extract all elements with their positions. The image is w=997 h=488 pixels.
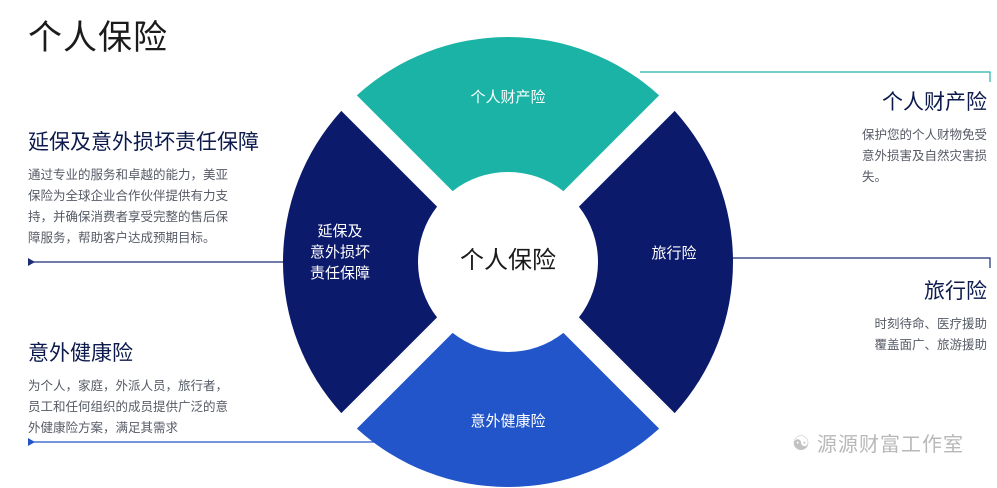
segment-label-left-3: 责任保障 xyxy=(310,264,370,282)
connector-line-property xyxy=(640,71,991,82)
ring-segment-top xyxy=(356,36,660,192)
block-accident-line: 员工和任何组织的成员提供广泛的意 xyxy=(28,399,229,414)
block-warranty: 延保及意外损坏责任保障 通过专业的服务和卓越的能力，美亚 保险为全球企业合作伙伴… xyxy=(28,126,288,248)
page-title: 个人保险 xyxy=(28,18,168,58)
block-property-line: 意外损害及自然灾害损 xyxy=(861,148,987,163)
segment-label-right: 旅行险 xyxy=(651,244,696,262)
block-property: 个人财产险 保护您的个人财物免受 意外损害及自然灾害损 失。 xyxy=(862,86,987,187)
block-accident-line: 外健康险方案，满足其需求 xyxy=(28,420,179,435)
connector-marker-warranty xyxy=(28,258,35,266)
block-travel-text: 时刻待命、医疗援助 覆盖面广、旅游援助 xyxy=(874,313,987,355)
block-accident: 意外健康险 为个人，家庭，外派人员，旅行者， 员工和任何组织的成员提供广泛的意 … xyxy=(28,337,288,438)
block-travel-line: 覆盖面广、旅游援助 xyxy=(874,337,987,352)
block-property-line: 失。 xyxy=(861,169,887,184)
block-warranty-line: 障服务，帮助客户达成预期目标。 xyxy=(28,230,216,245)
block-property-line: 保护您的个人财物免受 xyxy=(861,127,987,142)
block-warranty-heading: 延保及意外损坏责任保障 xyxy=(28,130,259,154)
segment-label-top: 个人财产险 xyxy=(470,88,545,106)
wechat-icon: ☯ xyxy=(792,430,811,455)
block-travel: 旅行险 时刻待命、医疗援助 覆盖面广、旅游援助 xyxy=(874,275,987,355)
block-warranty-line: 保险为全球企业合作伙伴提供有力支 xyxy=(28,188,229,203)
ring-segment-left xyxy=(282,110,438,414)
block-accident-line: 为个人，家庭，外派人员，旅行者， xyxy=(28,378,229,393)
block-warranty-line: 通过专业的服务和卓越的能力，美亚 xyxy=(28,167,229,182)
block-travel-line: 时刻待命、医疗援助 xyxy=(874,316,987,331)
connector-line-travel xyxy=(620,257,991,268)
watermark-text: 源源财富工作室 xyxy=(817,432,964,456)
segment-label-bottom: 意外健康险 xyxy=(470,412,545,430)
center-label: 个人保险 xyxy=(460,246,556,274)
block-accident-heading: 意外健康险 xyxy=(28,341,133,365)
block-property-text: 保护您的个人财物免受 意外损害及自然灾害损 失。 xyxy=(862,124,987,187)
ring-segment-right xyxy=(578,110,733,414)
segment-label-left-1: 延保及 xyxy=(317,222,362,240)
segment-label-left-2: 意外损坏 xyxy=(310,243,370,261)
block-warranty-text: 通过专业的服务和卓越的能力，美亚 保险为全球企业合作伙伴提供有力支 持，并确保消… xyxy=(28,164,288,248)
block-property-heading: 个人财产险 xyxy=(882,90,987,114)
connector-marker-accident xyxy=(28,438,35,446)
watermark: ☯ 源源财富工作室 xyxy=(792,428,964,457)
block-accident-text: 为个人，家庭，外派人员，旅行者， 员工和任何组织的成员提供广泛的意 外健康险方案… xyxy=(28,375,288,438)
block-warranty-line: 持，并确保消费者享受完整的售后保 xyxy=(28,209,229,224)
ring-segment-bottom xyxy=(356,332,660,488)
block-travel-heading: 旅行险 xyxy=(924,279,987,303)
